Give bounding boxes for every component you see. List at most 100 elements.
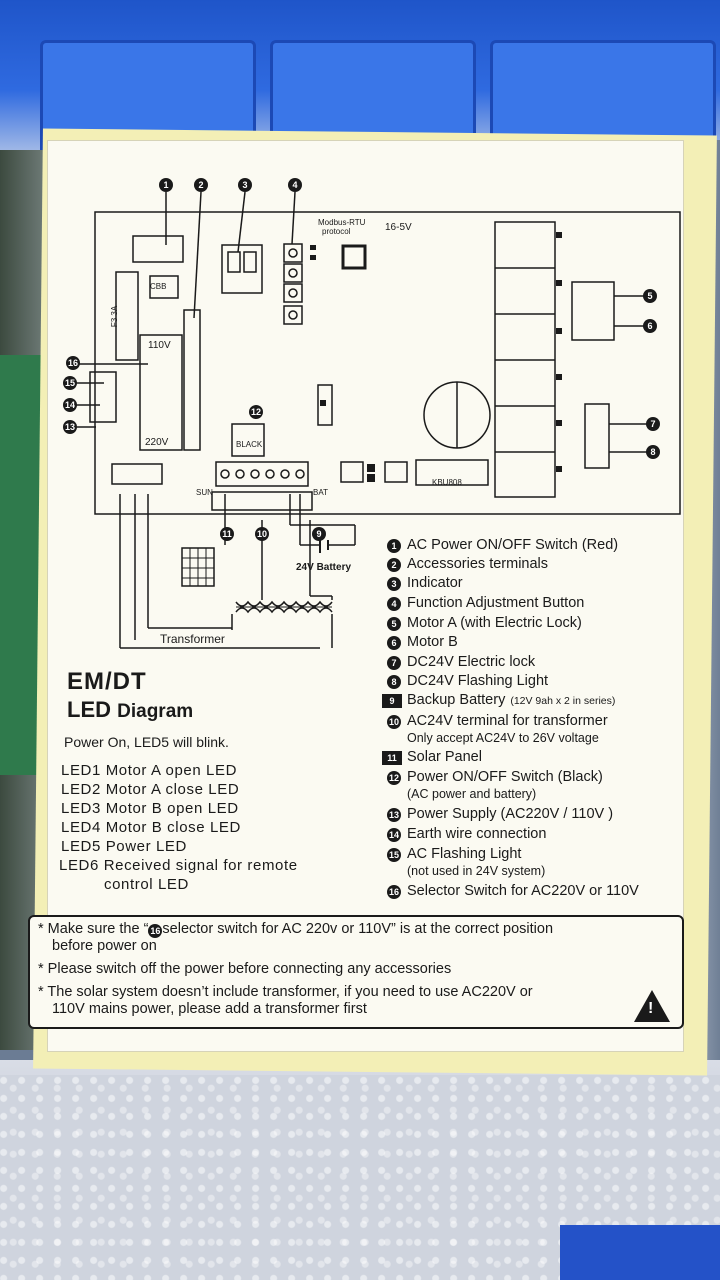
warning-triangle-icon — [634, 990, 670, 1022]
legend-number-16: 16 — [387, 885, 401, 899]
110v-label: 110V — [148, 340, 171, 351]
display-indicator — [221, 244, 263, 294]
led-item-6-cont: control LED — [104, 876, 189, 893]
title-model: EM/DT — [67, 668, 147, 695]
led-item-3: LED3 Motor B open LED — [61, 800, 239, 817]
legend-text: Power Supply (AC220V / 110V ) — [407, 806, 614, 822]
led-item-4: LED4 Motor B close LED — [61, 819, 241, 836]
legend-text: Selector Switch for AC220V or 110V — [407, 883, 639, 899]
note-2: * Please switch off the power before con… — [38, 961, 452, 977]
legend-item-2: Accessories terminals — [407, 556, 548, 572]
modbus-label: Modbus-RTU — [318, 218, 366, 227]
legend-item-4: Function Adjustment Button — [407, 595, 584, 611]
callout-9: 9 — [312, 527, 326, 541]
note-3-cont: 110V mains power, please add a transform… — [52, 1001, 367, 1017]
legend-text: Motor B — [407, 634, 458, 650]
callout-12: 12 — [249, 405, 263, 419]
legend-number-13: 13 — [387, 808, 401, 822]
chip — [341, 244, 367, 270]
led-item-6: LED6 Received signal for remote — [59, 857, 298, 874]
legend-number-1: 1 — [387, 539, 401, 553]
legend-item-15: AC Flashing Light — [407, 846, 521, 862]
legend-item-16: Selector Switch for AC220V or 110V — [407, 883, 639, 899]
legend-item-13: Power Supply (AC220V / 110V ) — [407, 806, 613, 822]
note-1-start: * Make sure the “ — [38, 921, 149, 937]
legend-text: Indicator — [407, 575, 463, 591]
legend-text: AC Flashing Light — [407, 846, 522, 862]
foam-background — [0, 1075, 720, 1280]
battery-label: 24V Battery — [296, 562, 352, 573]
bat-label: BAT — [313, 488, 328, 497]
callout-4: 4 — [288, 178, 302, 192]
callout-2: 2 — [194, 178, 208, 192]
callout-1: 1 — [159, 178, 173, 192]
bridge-rectifier — [415, 459, 489, 486]
legend-subtext-15: (not used in 24V system) — [407, 864, 546, 878]
led-item-5: LED5 Power LED — [61, 838, 187, 855]
callout-6: 6 — [643, 319, 657, 333]
blue-strip — [560, 1225, 720, 1280]
board-outline — [94, 211, 681, 515]
legend-number-14: 14 — [387, 828, 401, 842]
legend-item-3: Indicator — [407, 575, 463, 591]
legend-item-12: Power ON/OFF Switch (Black) — [407, 769, 603, 785]
accessory-terminal-strip — [183, 309, 201, 451]
black-switch — [231, 423, 265, 457]
legend-number-4: 4 — [387, 597, 401, 611]
legend-number-7: 7 — [387, 656, 401, 670]
legend-subtext-12: (AC power and battery) — [407, 787, 537, 801]
callout-8: 8 — [646, 445, 660, 459]
legend-text: Solar Panel — [407, 749, 482, 765]
protocol-label: protocol — [322, 227, 351, 236]
legend-item-1: AC Power ON/OFF Switch (Red) — [407, 537, 618, 553]
legend-item-10: AC24V terminal for transformer — [407, 713, 608, 729]
led-item-1: LED1 Motor A open LED — [61, 762, 238, 779]
note-1-cont: before power on — [52, 938, 157, 954]
legend-number-6: 6 — [387, 636, 401, 650]
note-1-end: selector switch for AC 220v or 110V” is … — [162, 921, 554, 937]
legend-number-3: 3 — [387, 577, 401, 591]
legend-text: Power ON/OFF Switch (Black) — [407, 769, 603, 785]
legend-number-8: 8 — [387, 675, 401, 689]
transformer-label: Transformer — [160, 632, 225, 646]
note-1-callout: 16 — [148, 924, 163, 938]
callout-15: 15 — [63, 376, 77, 390]
callout-11: 11 — [220, 527, 234, 541]
callout-7: 7 — [646, 417, 660, 431]
title-diagram: Diagram — [117, 701, 194, 722]
cbb-label: CBB — [150, 282, 167, 291]
legend-item-14: Earth wire connection — [407, 826, 546, 842]
legend-text: AC24V terminal for transformer — [407, 713, 608, 729]
led-item-2: LED2 Motor A close LED — [61, 781, 240, 798]
power-on-note: Power On, LED5 will blink. — [64, 734, 229, 750]
legend-text: AC Power ON/OFF Switch (Red) — [407, 537, 619, 553]
callout-16: 16 — [66, 356, 80, 370]
legend-number-15: 15 — [387, 848, 401, 862]
legend-number-12: 12 — [387, 771, 401, 785]
title-led: LED — [67, 697, 111, 722]
legend-number-11: 11 — [382, 751, 402, 765]
legend-text: Backup Battery — [407, 692, 506, 708]
legend-subtext-10: Only accept AC24V to 26V voltage — [407, 731, 599, 745]
legend-text: DC24V Flashing Light — [407, 673, 549, 689]
voltage-label: 16-5V — [385, 222, 412, 233]
callout-5: 5 — [643, 289, 657, 303]
legend-number-2: 2 — [387, 558, 401, 572]
sun-label: SUN — [196, 488, 213, 497]
callout-10: 10 — [255, 527, 269, 541]
cbb-capacitor-outline — [132, 235, 184, 263]
legend-number-9: 9 — [382, 694, 402, 708]
voltage-selector — [139, 334, 183, 451]
legend-number-10: 10 — [387, 715, 401, 729]
wiring-label — [47, 140, 684, 1052]
legend-item-6: Motor B — [407, 634, 458, 650]
fuse-label: F3 3A — [110, 305, 120, 328]
legend-item-7: DC24V Electric lock — [407, 654, 535, 670]
220v-label: 220V — [145, 437, 169, 448]
legend-item-9: Backup Battery(12V 9ah x 2 in series) — [407, 692, 615, 708]
terminal-block — [215, 461, 309, 487]
legend-text: Function Adjustment Button — [407, 595, 585, 611]
callout-13: 13 — [63, 420, 77, 434]
fuse-block — [115, 271, 139, 361]
